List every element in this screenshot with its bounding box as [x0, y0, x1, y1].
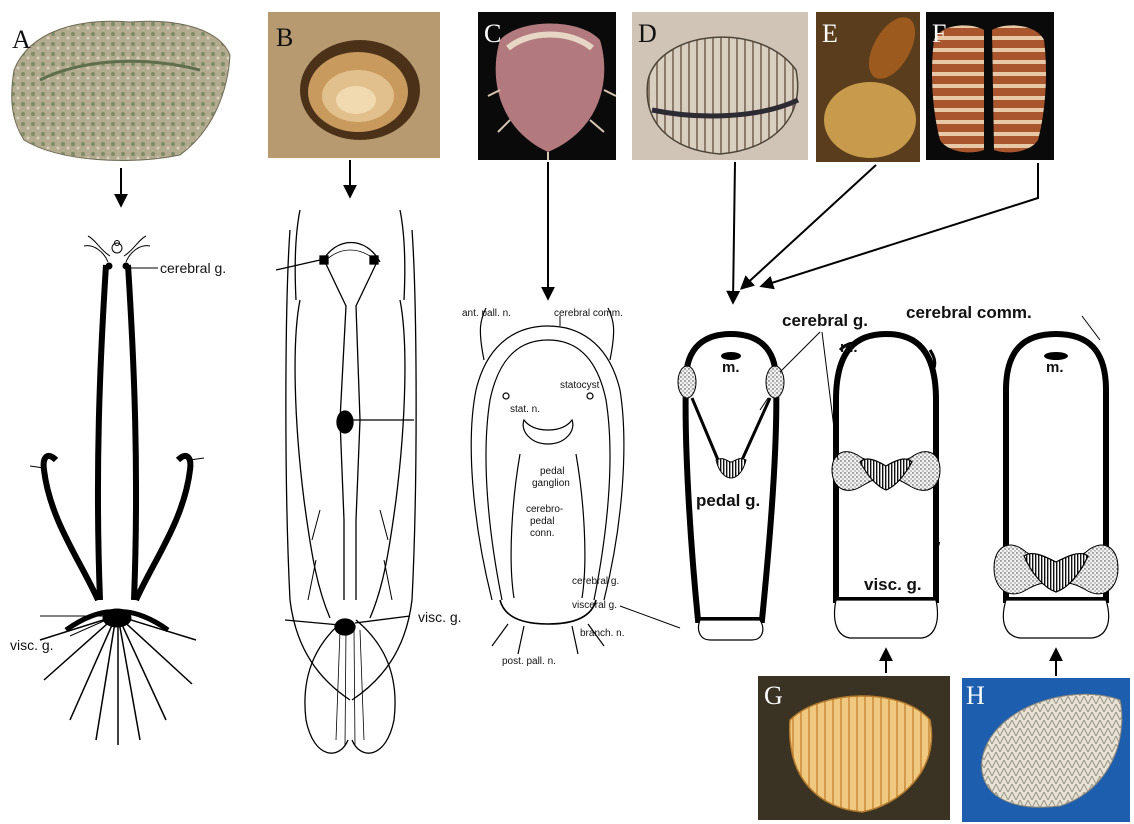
label-pedal-g: pedal g.	[696, 491, 760, 510]
label-h-m: m.	[1046, 359, 1064, 376]
diagram-h-nervous-system	[994, 334, 1118, 638]
label-g-m: m.	[840, 339, 858, 356]
diagram-b-nervous-system	[276, 210, 416, 753]
photo-c-thorny-clam: C	[478, 12, 616, 160]
label-c-visceral-g: visceral g.	[572, 600, 617, 611]
label-c-ant-pall: ant. pall. n.	[462, 308, 511, 319]
arrow-e	[742, 165, 876, 288]
label-a-visc-g: visc. g.	[10, 637, 54, 653]
label-right-cerebral-comm: cerebral comm.	[906, 303, 1032, 322]
label-c-stat-n: stat. n.	[510, 404, 540, 415]
panel-label-c: C	[484, 19, 501, 48]
panel-label-g: G	[764, 681, 783, 710]
label-c-cp-1: cerebro-	[526, 504, 563, 515]
label-right-cerebral-g: cerebral g.	[782, 311, 868, 330]
leader-lines	[780, 316, 1100, 460]
photo-f-ark-shell: F	[926, 12, 1054, 160]
label-c-branch-n: branch. n.	[580, 628, 624, 639]
diagram-a-nervous-system	[30, 236, 204, 745]
label-a-cerebral-g: cerebral g.	[160, 260, 226, 276]
photo-b-clam: B	[268, 12, 440, 158]
photo-e-hairy-mussel: E	[816, 10, 925, 162]
arrow-f	[762, 163, 1038, 286]
panel-label-h: H	[966, 681, 985, 710]
photo-h-spiny-cockle: H	[962, 678, 1130, 822]
panel-label-f: F	[932, 19, 946, 48]
photo-a-oyster: A	[10, 10, 232, 166]
panel-label-b: B	[276, 23, 293, 52]
label-c-statocyst: statocyst	[560, 380, 600, 391]
label-d-m: m.	[722, 359, 740, 376]
panel-label-a: A	[12, 25, 31, 54]
label-c-cp-2: pedal	[530, 516, 554, 527]
diagram-d-nervous-system	[678, 334, 784, 640]
label-c-pedal-2: ganglion	[532, 478, 570, 489]
arrow-d	[733, 162, 735, 302]
label-c-post-pall: post. pall. n.	[502, 656, 556, 667]
label-visc-g: visc. g.	[864, 575, 922, 594]
label-c-cerebral-comm: cerebral comm.	[554, 308, 623, 319]
label-b-visc-g: visc. g.	[418, 609, 462, 625]
panel-label-d: D	[638, 19, 657, 48]
photo-d-cockle: D	[632, 12, 808, 160]
label-c-cp-3: conn.	[530, 528, 554, 539]
label-c-pedal-1: pedal	[540, 466, 564, 477]
photo-g-scallop: G	[758, 676, 950, 820]
label-c-cerebral-g: cerebral g.	[572, 576, 619, 587]
panel-label-e: E	[822, 19, 838, 48]
